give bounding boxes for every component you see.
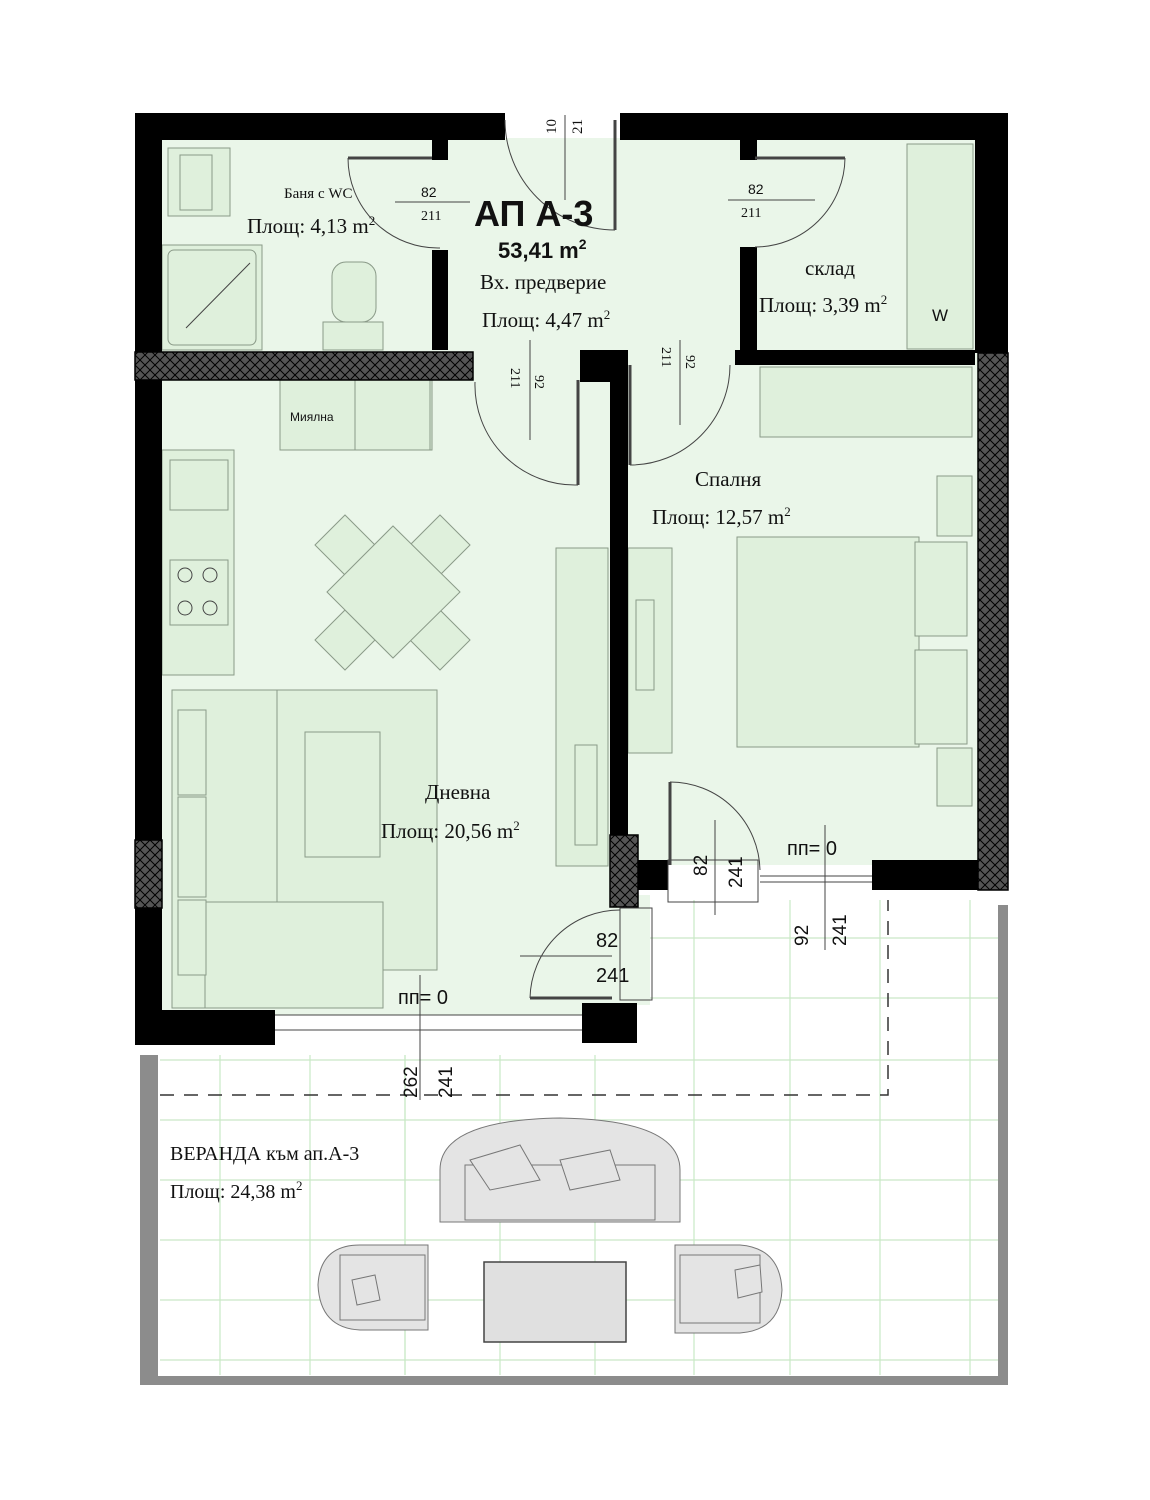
door-storage-height: 211 <box>741 206 761 221</box>
door-living-balcony-width: 82 <box>596 930 618 952</box>
floor-level-living: пп= 0 <box>398 987 448 1009</box>
room-name-living: Дневна <box>425 780 491 804</box>
door-bedroom-width: 92 <box>682 355 697 369</box>
door-living-height: 211 <box>507 368 522 388</box>
cooktop <box>169 559 229 626</box>
toilet <box>331 261 377 323</box>
bed <box>736 475 973 807</box>
room-name-bedroom: Спалня <box>695 467 761 491</box>
room-area-veranda: Площ: 24,38 m2 <box>170 1178 302 1203</box>
door-bath-height: 211 <box>421 209 441 224</box>
window-living-width: 262 <box>401 1066 422 1098</box>
apartment-title: АП А-3 <box>474 193 593 234</box>
apartment-area: 53,41 m2 <box>498 236 587 263</box>
veranda-railing-left <box>140 1055 158 1385</box>
labels: АП А-3 53,41 m2 Баня с WC Площ: 4,13 m2 … <box>170 119 948 1203</box>
door-bedroom-height: 211 <box>658 347 673 367</box>
room-area-bedroom: Площ: 12,57 m2 <box>652 504 791 529</box>
dining-table <box>314 514 471 671</box>
room-area-bathroom: Площ: 4,13 m2 <box>247 213 375 238</box>
door-bedroom-balcony-width: 82 <box>691 855 712 876</box>
door-bedroom-balcony-height: 241 <box>726 856 747 888</box>
dimension-lines <box>395 115 826 1100</box>
sofa <box>171 689 384 1009</box>
doors <box>275 119 872 1031</box>
door-living-balcony-height: 241 <box>596 965 629 987</box>
outdoor-sofa <box>439 1117 681 1223</box>
wardrobe-label: W <box>932 306 948 325</box>
door-bath-width: 82 <box>421 184 437 200</box>
sink-label: Миялна <box>290 410 334 424</box>
room-name-hall: Вх. предверие <box>480 270 606 294</box>
coffee-table <box>304 731 381 858</box>
window-bedroom-height: 241 <box>830 914 851 946</box>
outdoor-table <box>483 1261 627 1343</box>
walls <box>134 113 1009 1045</box>
door-living-width: 92 <box>531 375 546 389</box>
door-entry-width: 10 <box>544 119 560 134</box>
room-name-bathroom: Баня с WC <box>284 186 353 202</box>
room-name-storage: склад <box>805 256 855 280</box>
room-area-storage: Площ: 3,39 m2 <box>759 292 887 317</box>
room-area-hall: Площ: 4,47 m2 <box>482 307 610 332</box>
outdoor-armchair-left <box>317 1244 429 1331</box>
window-living-height: 241 <box>436 1066 457 1098</box>
veranda-railing-bottom <box>140 1376 1008 1385</box>
door-entry-height: 21 <box>570 119 586 134</box>
outdoor-armchair-right <box>674 1244 783 1334</box>
veranda <box>140 900 1008 1385</box>
storage-wardrobe <box>906 143 974 350</box>
room-name-veranda: ВЕРАНДА към ап.А-3 <box>170 1143 359 1165</box>
furniture <box>161 143 974 1009</box>
window-bedroom-width: 92 <box>792 925 813 946</box>
veranda-railing-right <box>998 905 1008 1385</box>
bedroom-wardrobe <box>759 366 973 438</box>
door-storage-width: 82 <box>748 181 764 197</box>
room-area-living: Площ: 20,56 m2 <box>381 818 520 843</box>
floor-level-bedroom: пп= 0 <box>787 838 837 860</box>
